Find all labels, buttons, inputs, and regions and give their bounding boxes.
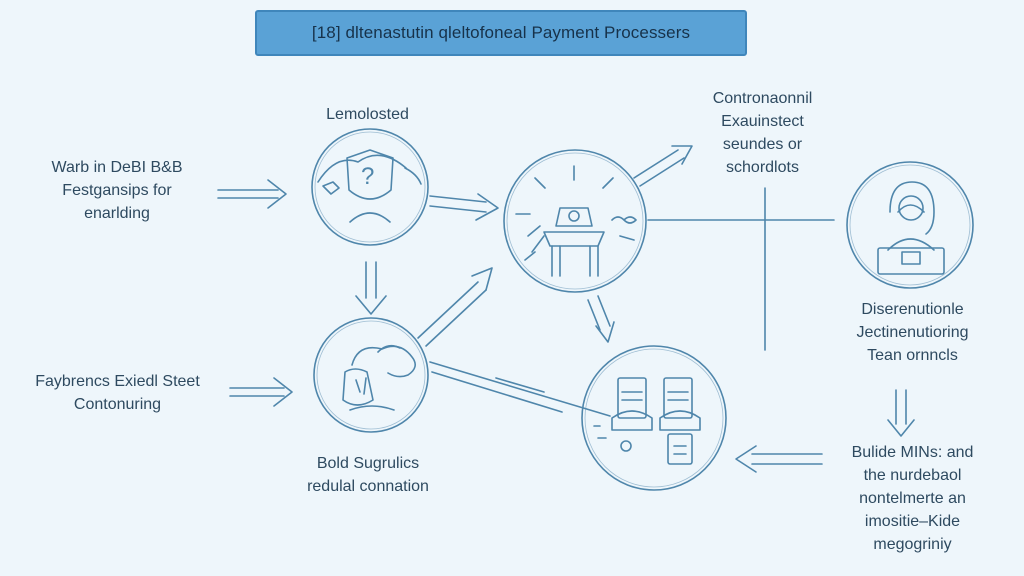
label-top-center: Lemolosted xyxy=(326,106,409,123)
svg-text:?: ? xyxy=(361,163,374,190)
arrow-left-bottom xyxy=(229,377,293,407)
arrow-hub-to-top-right xyxy=(633,145,693,187)
diagram-title: [18] dltenastutin qleltofoneal Payment P… xyxy=(311,23,691,42)
node-bottom-right xyxy=(581,345,727,491)
arrow-right-down xyxy=(887,389,915,437)
label-left-top: Warb in DeBI B&B Festgansips for enarldi… xyxy=(51,159,183,222)
question-person-icon: ? xyxy=(317,149,422,223)
arrow-bottom-to-hub xyxy=(417,267,493,347)
label-bottom-center: Bold Sugrulics redulal connation xyxy=(307,455,429,495)
diagram-title-bar: [18] dltenastutin qleltofoneal Payment P… xyxy=(255,10,747,56)
arrow-left-top xyxy=(217,179,287,209)
arrow-hub-to-bottom-right xyxy=(587,295,615,343)
desk-computer-icon xyxy=(515,165,637,277)
label-right-bottom: Bulide MINs: and the nurdebaol nontelmer… xyxy=(851,444,974,553)
connector-hub-to-right xyxy=(647,187,835,351)
node-top-center: ? xyxy=(311,128,429,246)
node-right xyxy=(846,161,974,289)
arrow-top-to-bottom xyxy=(355,261,387,315)
arrow-into-bottom-right xyxy=(735,445,823,473)
node-center-hub xyxy=(503,149,647,293)
label-top-right: Contronaonnil Exauinstect seundes or sch… xyxy=(712,90,813,176)
label-right-middle: Diserenutionle Jectinenutioring Tean orn… xyxy=(856,301,969,364)
node-bottom-center xyxy=(313,317,429,433)
label-left-bottom: Faybrencs Exiedl Steet Contonuring xyxy=(35,373,200,413)
connector-bottom-to-bottom-right xyxy=(429,361,611,417)
arrow-top-to-hub xyxy=(429,193,499,221)
plant-pot-icon xyxy=(342,344,416,411)
team-documents-icon xyxy=(593,377,701,465)
support-woman-icon xyxy=(877,181,945,275)
